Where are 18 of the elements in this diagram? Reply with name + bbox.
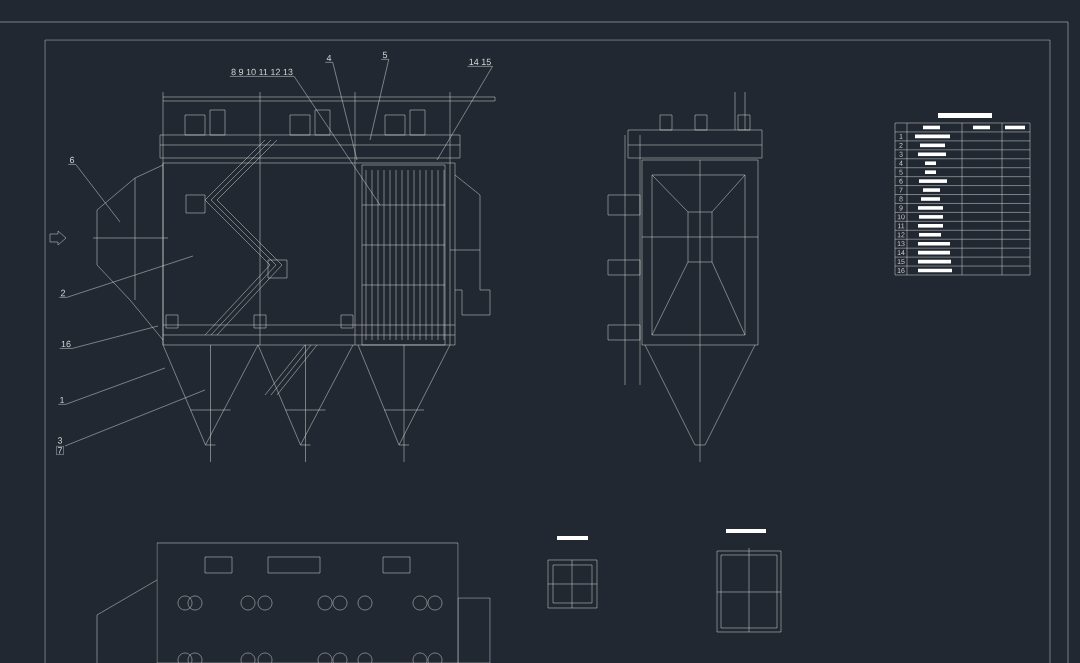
callout-number: 5 [382,51,388,59]
leader-line [369,59,389,141]
callout-number: 2 [60,289,66,297]
leader-line [64,389,206,447]
leader-line [68,164,121,223]
leader-line [59,255,194,298]
leader-line [436,66,493,161]
leader-line [59,325,159,349]
callout-number: 1 [60,396,65,404]
callout-number: 3 7 [56,437,64,455]
leader-line [325,62,358,161]
leader-line [229,76,381,206]
callout-number: 14 15 [469,58,491,66]
callout-number: 8 9 10 11 12 13 [231,68,293,76]
callout-number: 4 [326,54,332,62]
callout-number: 16 [61,340,71,348]
callout-number: 6 [69,156,75,164]
leader-line [58,367,166,405]
